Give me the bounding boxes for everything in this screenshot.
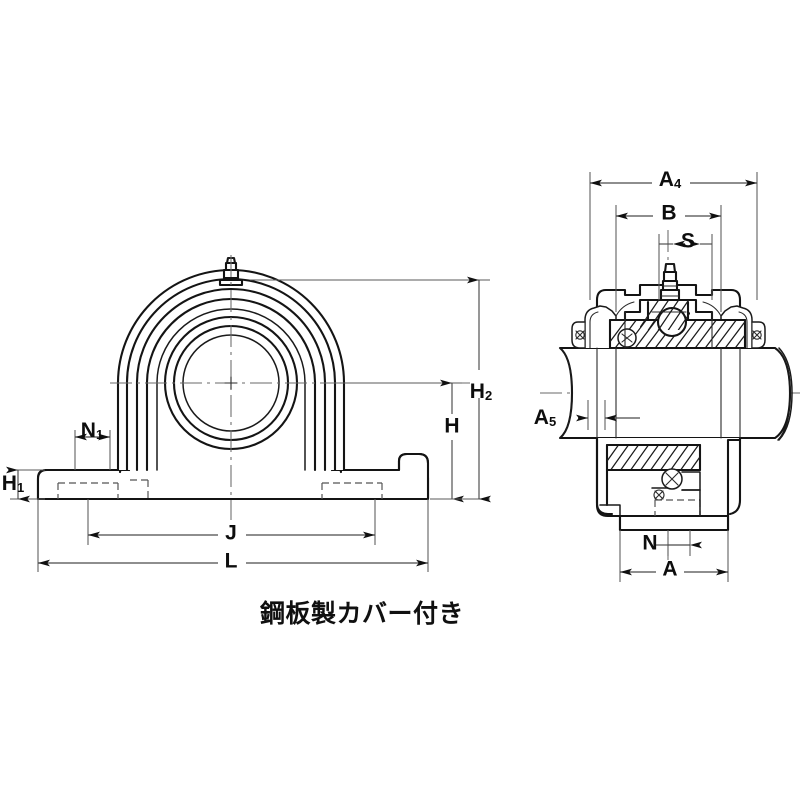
dim-label-h1: H — [2, 472, 17, 495]
side-lower-section — [599, 443, 730, 532]
dimension-h2: H2 — [250, 276, 492, 503]
dim-sub-n1: 1 — [96, 427, 103, 442]
dimension-a4: A4 — [589, 168, 758, 300]
svg-text:H1: H1 — [2, 472, 24, 496]
side-insert-bearing — [608, 262, 747, 350]
dimension-n: N — [642, 530, 702, 556]
svg-text:N1: N1 — [81, 419, 103, 443]
dim-label-s: S — [681, 230, 695, 253]
dim-sub-h2: 2 — [485, 388, 492, 403]
dim-label-n1: N — [81, 419, 96, 442]
dimension-j: J — [87, 499, 376, 545]
side-grease-nipple — [659, 262, 681, 302]
dimension-h: H — [340, 379, 464, 503]
dim-label-j: J — [225, 522, 237, 545]
svg-text:H2: H2 — [470, 380, 492, 404]
dimension-n1: N1 — [74, 419, 111, 470]
dim-label-a5: A — [534, 406, 549, 429]
dimension-a: A — [619, 530, 729, 582]
dim-label-b: B — [661, 202, 676, 225]
dim-label-l: L — [225, 550, 238, 573]
dim-label-a4: A — [659, 168, 674, 191]
dim-label-n: N — [642, 532, 657, 555]
dim-sub-a5: 5 — [549, 414, 556, 429]
front-view-dimensions: N1 H1 J L — [2, 276, 492, 573]
section-hatch-ball — [640, 300, 690, 330]
dim-sub-h1: 1 — [17, 480, 24, 495]
dimension-l: L — [37, 499, 429, 573]
dim-label-h: H — [444, 415, 459, 438]
front-elevation-view — [36, 255, 470, 520]
side-shaft — [558, 346, 793, 441]
side-section-view — [540, 230, 800, 560]
drawing-caption: 鋼板製カバー付き — [259, 599, 464, 628]
dimension-a5: A5 — [534, 400, 640, 430]
dim-sub-a4: 4 — [674, 176, 682, 191]
dim-label-a: A — [662, 558, 677, 581]
dimension-s: S — [658, 230, 713, 300]
svg-text:A5: A5 — [534, 406, 556, 430]
dimension-b: B — [615, 202, 722, 312]
dim-label-h2: H — [470, 380, 485, 403]
svg-text:A4: A4 — [659, 168, 682, 192]
dimension-h1: H1 — [2, 466, 45, 503]
side-view-dimensions: A4 B S A5 — [534, 168, 758, 582]
section-hatch-lower — [607, 445, 700, 470]
